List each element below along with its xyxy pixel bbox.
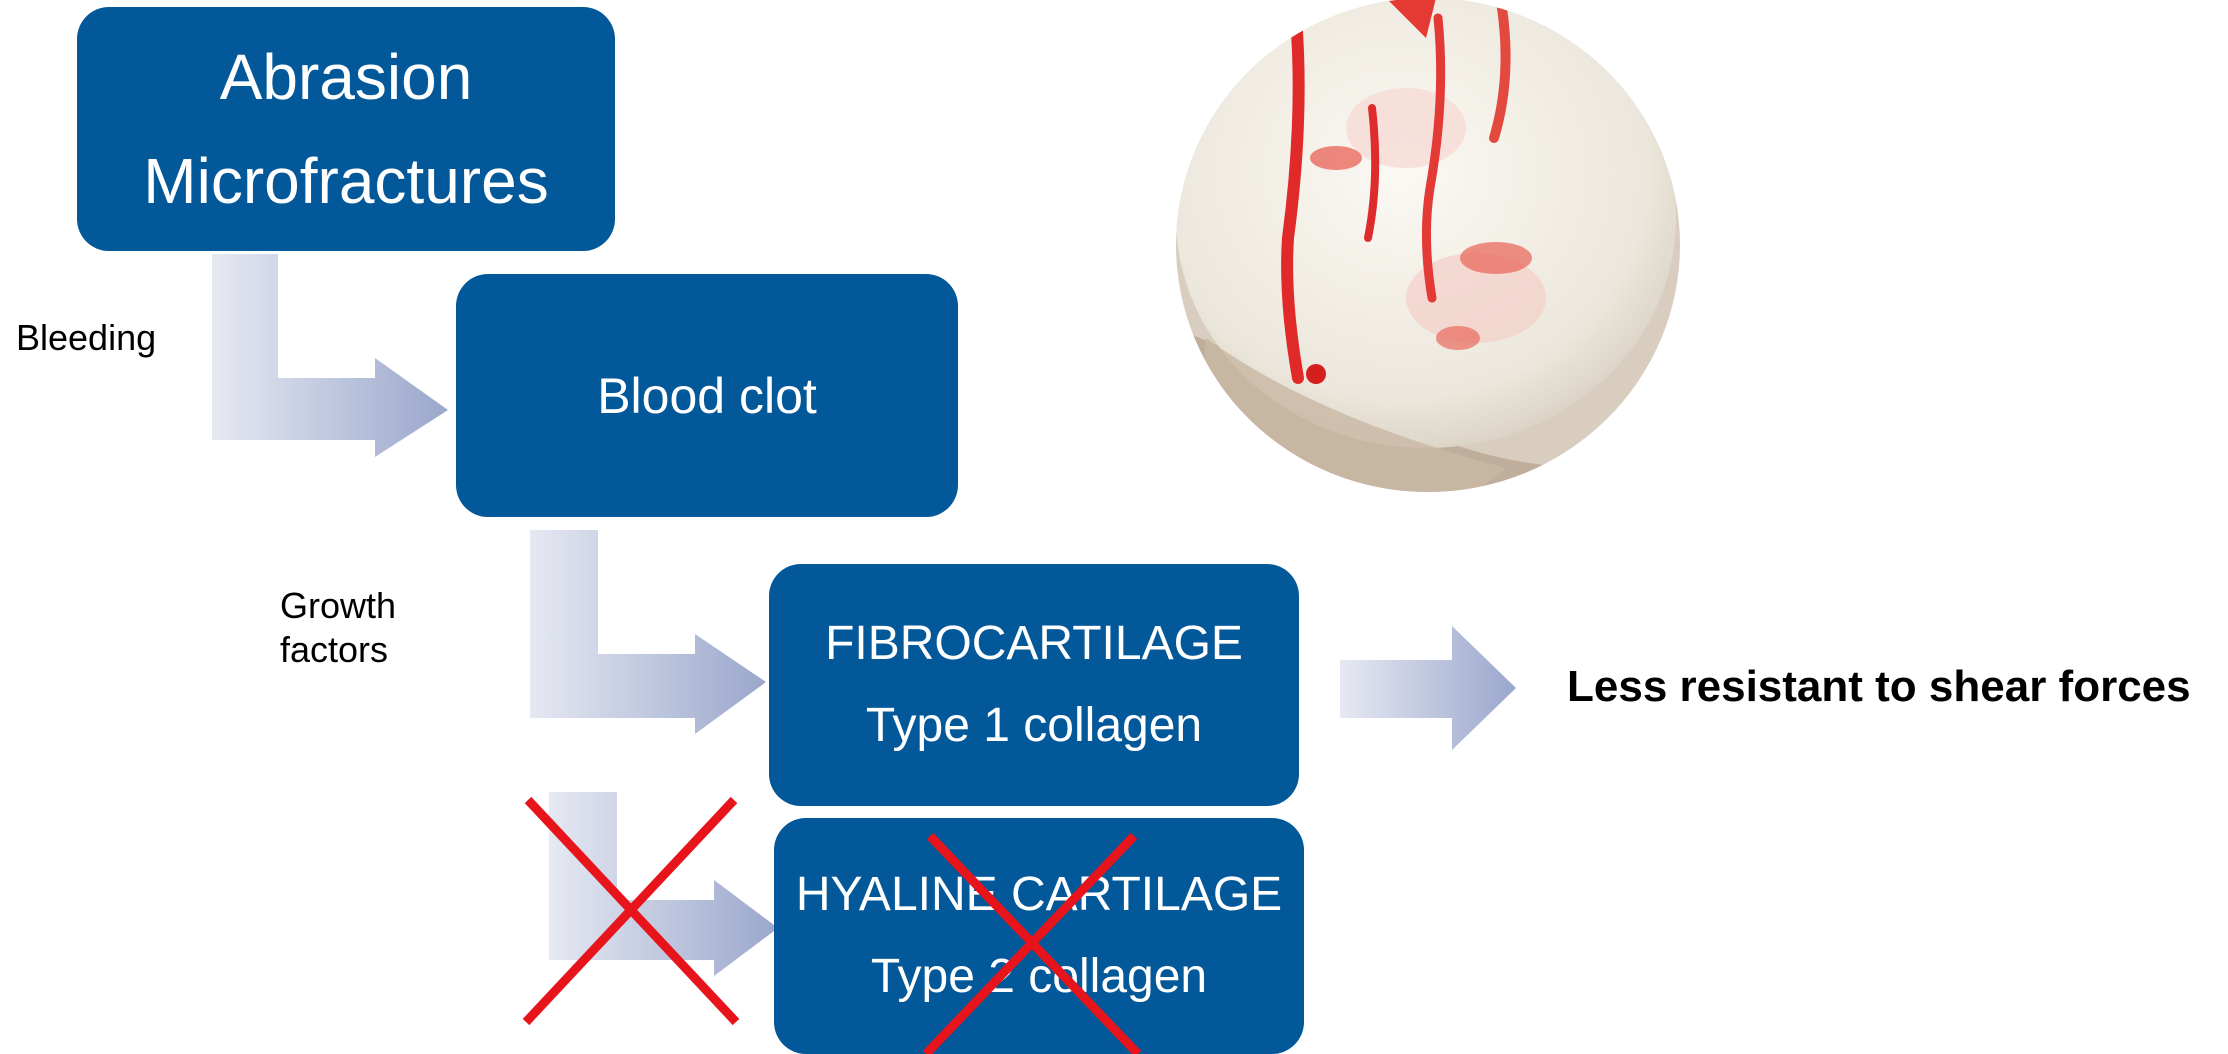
cross-icon-arrow [526,800,736,1022]
cross-icon-hyaline [926,836,1138,1054]
